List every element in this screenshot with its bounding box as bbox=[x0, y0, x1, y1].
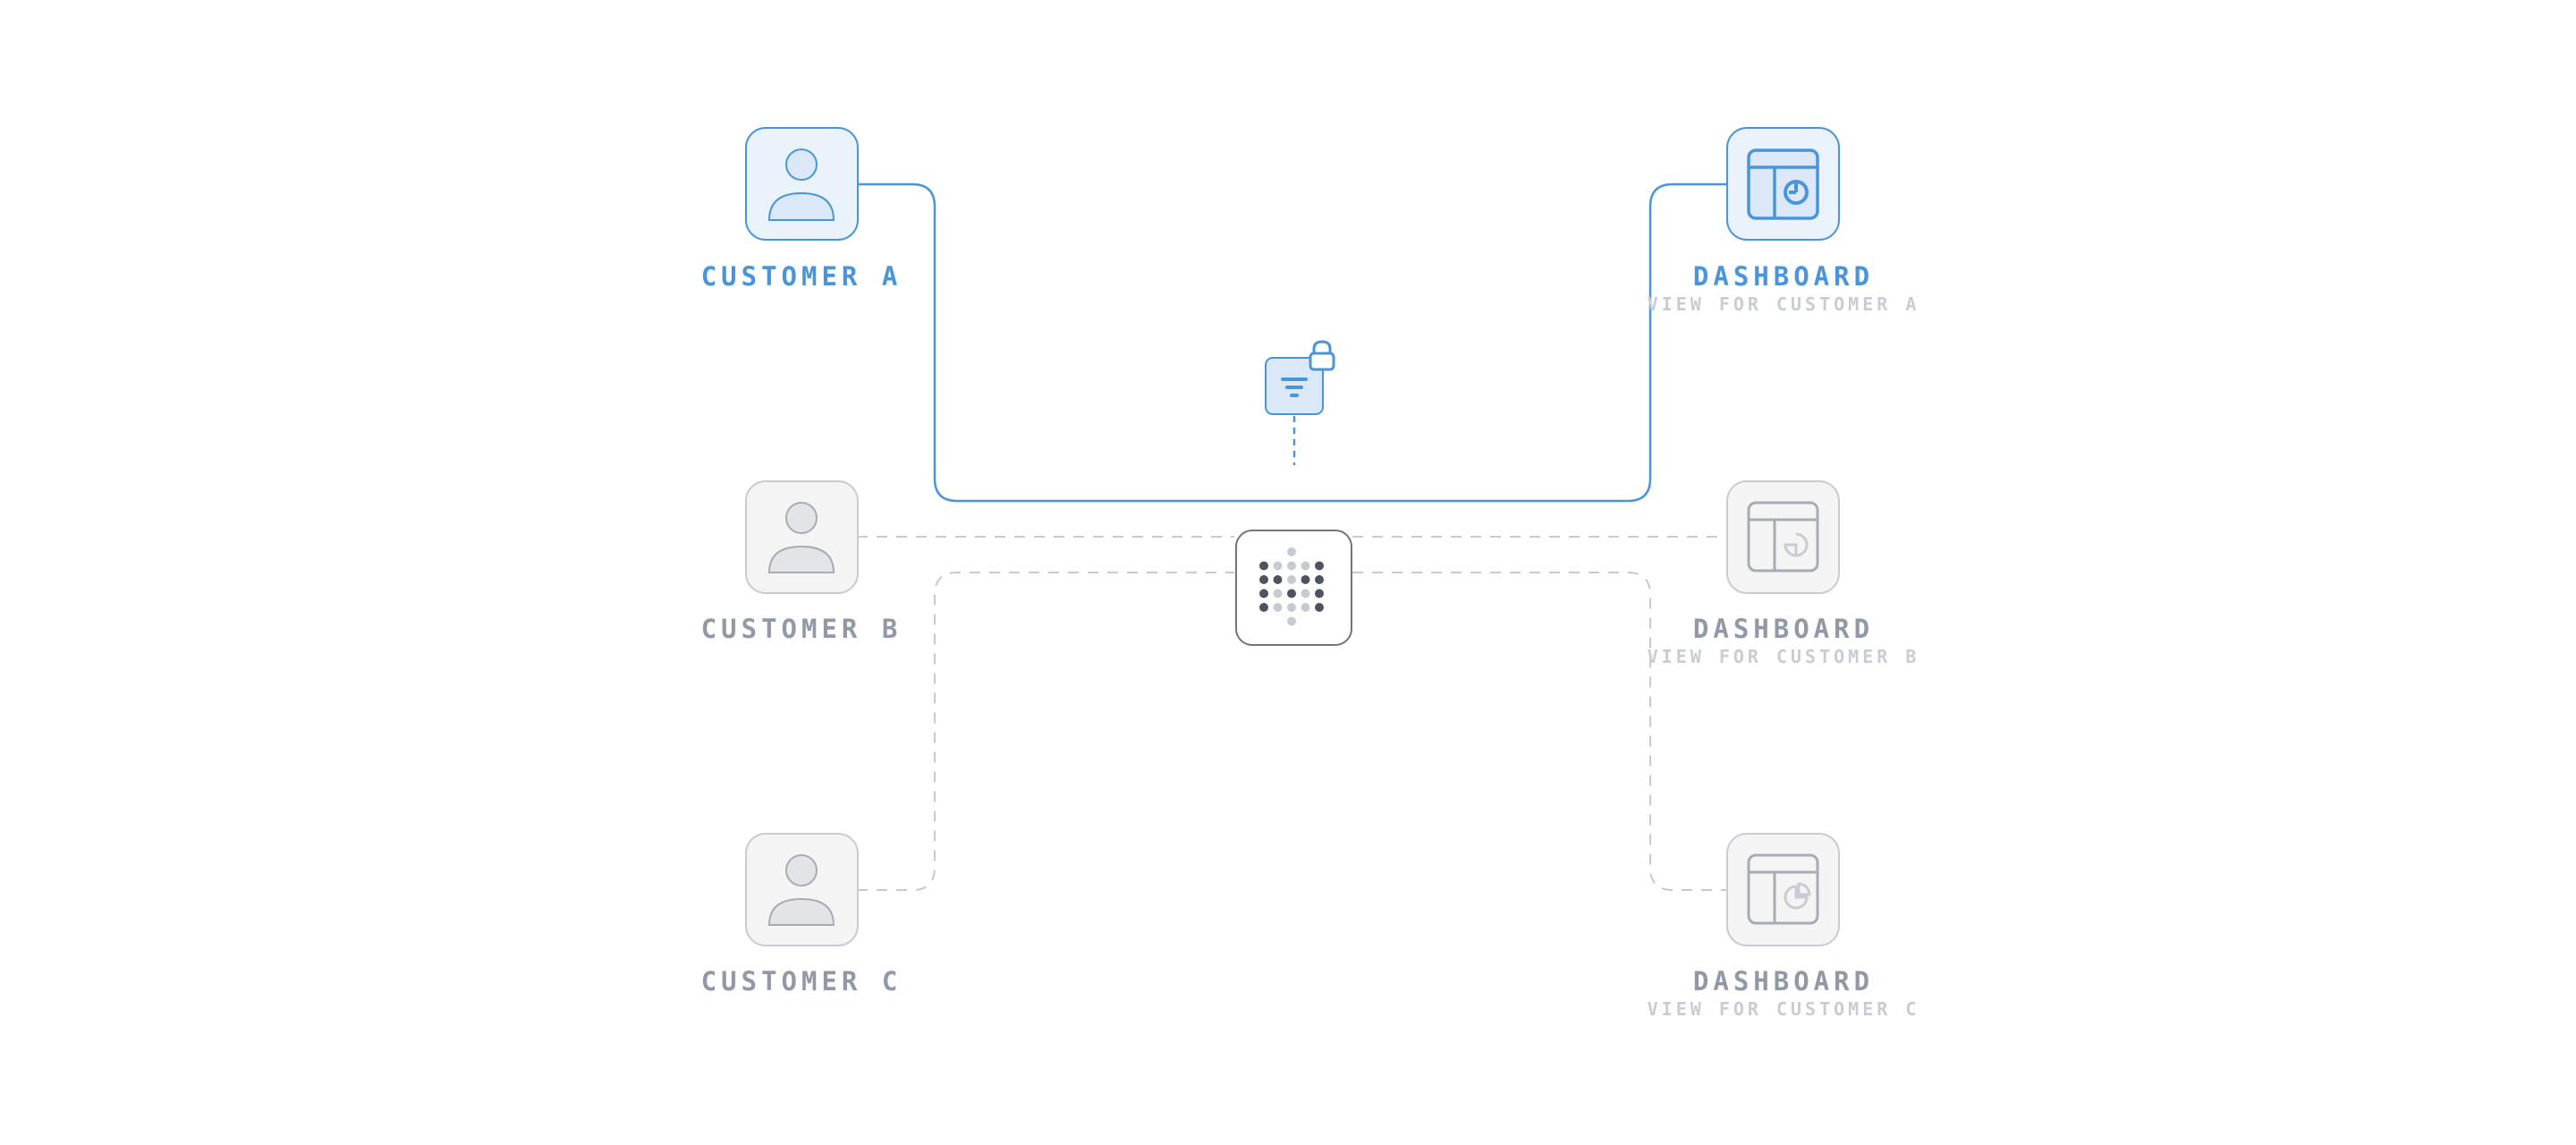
user-icon bbox=[767, 502, 835, 573]
dashboard-a-node[interactable] bbox=[1726, 127, 1840, 241]
hub-dot bbox=[1301, 589, 1310, 598]
filter-node[interactable] bbox=[1265, 340, 1335, 415]
hub-dot bbox=[1259, 575, 1268, 584]
customer-a-node[interactable] bbox=[745, 127, 859, 241]
user-icon bbox=[767, 854, 835, 926]
hub-node[interactable] bbox=[1235, 530, 1352, 646]
hub-dot bbox=[1301, 561, 1310, 571]
connector-customer-c-to-dashboard-c bbox=[857, 572, 1728, 891]
hub-dot bbox=[1259, 589, 1268, 598]
hub-dot bbox=[1273, 589, 1283, 598]
lock-icon bbox=[1309, 340, 1335, 371]
dashboard-icon bbox=[1747, 853, 1819, 925]
hub-dot bbox=[1301, 603, 1310, 612]
hub-dot bbox=[1273, 575, 1283, 584]
dashboard-c-label: DASHBOARD bbox=[1692, 966, 1875, 997]
hub-dot bbox=[1273, 603, 1283, 612]
dashboard-b-label: DASHBOARD bbox=[1692, 614, 1875, 644]
hub-dot bbox=[1315, 603, 1324, 612]
filter-icon bbox=[1281, 377, 1308, 397]
hub-dot bbox=[1301, 575, 1310, 584]
hub-dot bbox=[1287, 616, 1296, 626]
hub-dot bbox=[1287, 547, 1296, 556]
hub-dot bbox=[1315, 561, 1324, 571]
dashboard-a-sublabel: VIEW FOR CUSTOMER A bbox=[1647, 293, 1920, 315]
customer-a-label: CUSTOMER A bbox=[700, 261, 902, 292]
customer-c-node[interactable] bbox=[745, 833, 859, 946]
customer-b-label: CUSTOMER B bbox=[700, 614, 902, 644]
dot-grid-logo-icon bbox=[1259, 547, 1324, 626]
hub-dot bbox=[1287, 603, 1296, 612]
hub-dot bbox=[1315, 575, 1324, 584]
hub-dot bbox=[1287, 589, 1296, 598]
hub-dot bbox=[1287, 575, 1296, 584]
dashboard-icon bbox=[1747, 148, 1819, 220]
hub-dot bbox=[1259, 603, 1268, 612]
user-icon bbox=[767, 148, 835, 221]
hub-dot bbox=[1273, 561, 1283, 571]
connector-customer-a-to-dashboard-a bbox=[857, 182, 1728, 503]
customer-b-node[interactable] bbox=[745, 480, 859, 594]
dashboard-a-label: DASHBOARD bbox=[1692, 261, 1875, 292]
hub-dot bbox=[1259, 561, 1268, 571]
dashboard-icon bbox=[1747, 501, 1819, 572]
dashboard-b-node[interactable] bbox=[1726, 480, 1840, 594]
dashboard-b-sublabel: VIEW FOR CUSTOMER B bbox=[1647, 646, 1920, 667]
hub-dot bbox=[1315, 589, 1324, 598]
hub-dot bbox=[1287, 561, 1296, 571]
dashboard-c-sublabel: VIEW FOR CUSTOMER C bbox=[1647, 998, 1920, 1020]
dashboard-c-node[interactable] bbox=[1726, 833, 1840, 946]
customer-c-label: CUSTOMER C bbox=[700, 966, 902, 997]
